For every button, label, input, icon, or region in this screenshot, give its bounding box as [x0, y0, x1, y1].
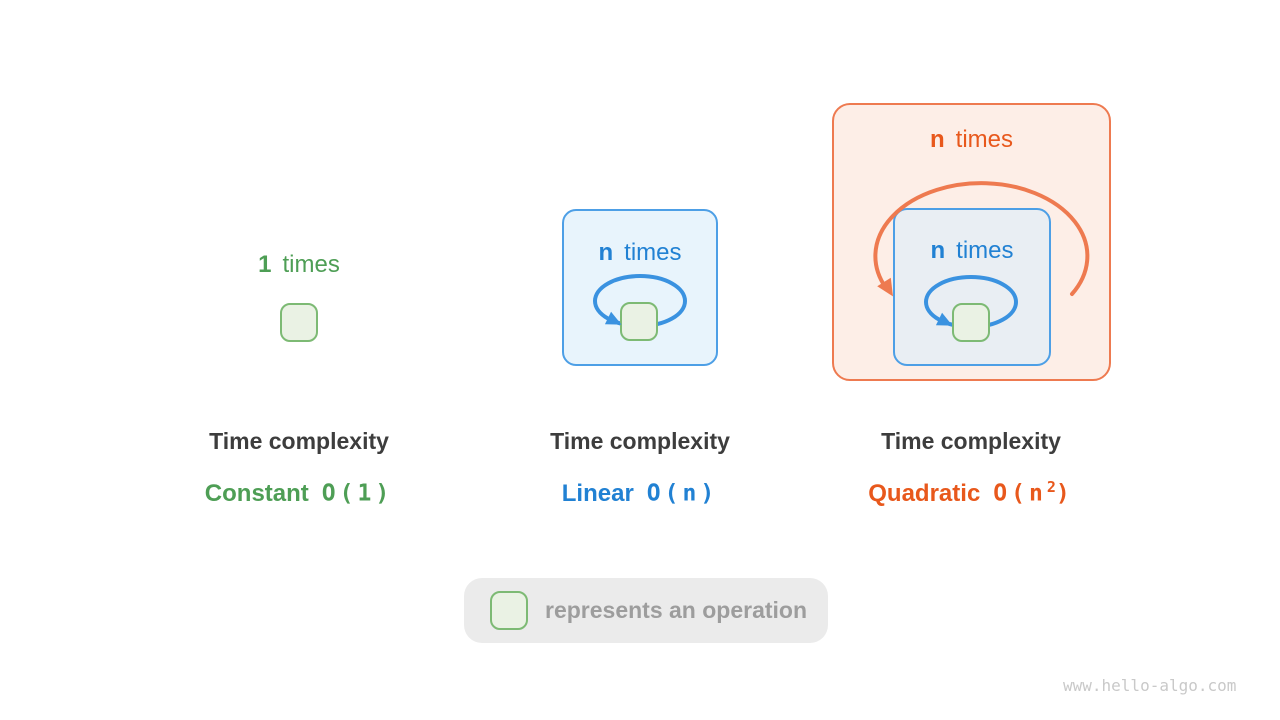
quadratic-inner-count-word: times: [956, 237, 1014, 264]
quadratic-inner-count-value: n: [930, 237, 946, 264]
watermark: www.hello-algo.com: [1063, 676, 1237, 695]
constant-operation-box: [280, 303, 318, 342]
quadratic-title: Time complexity: [881, 428, 1061, 454]
legend-label: represents an operation: [545, 597, 808, 623]
constant-count-label: 1 times: [258, 250, 340, 280]
linear-title: Time complexity: [550, 428, 730, 454]
quadratic-outer-count-word: times: [955, 126, 1014, 153]
constant-count-word: times: [282, 251, 340, 278]
quadratic-outer-count-label: n times: [930, 125, 1013, 155]
legend-operation-box: [490, 591, 528, 630]
quadratic-kind: Quadratic: [868, 479, 981, 507]
linear-count-word: times: [624, 239, 682, 266]
linear-kind: Linear: [561, 479, 634, 507]
linear-count-value: n: [598, 239, 614, 266]
constant-notation: Constant O(1): [205, 473, 393, 509]
constant-big-o: O(1): [321, 480, 394, 507]
legend: represents an operation: [464, 578, 828, 643]
linear-count-label: n times: [598, 238, 681, 268]
linear-notation: Linear O(n): [562, 473, 718, 509]
constant-count-value: 1: [258, 251, 272, 278]
quadratic-inner-frame: n times: [893, 208, 1051, 366]
constant-title: Time complexity: [209, 428, 389, 454]
quadratic-notation: Quadratic O(n2): [868, 473, 1073, 509]
quadratic-inner-count-label: n times: [930, 236, 1013, 266]
quadratic-big-o: O(n2): [993, 478, 1074, 507]
quadratic-outer-count-value: n: [929, 126, 945, 153]
constant-kind: Constant: [204, 479, 309, 507]
linear-loop-frame: n times: [562, 209, 718, 366]
linear-big-o: O(n): [646, 480, 719, 507]
